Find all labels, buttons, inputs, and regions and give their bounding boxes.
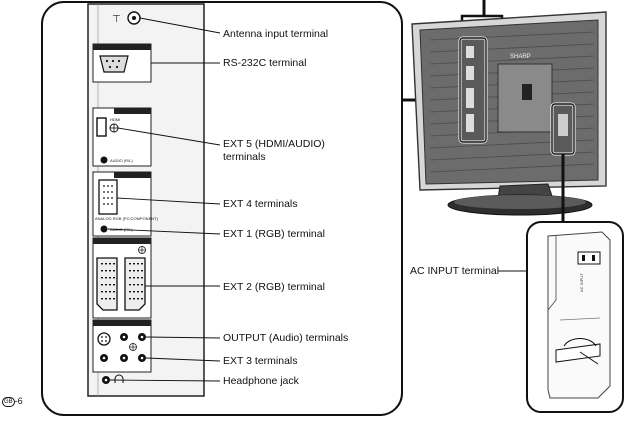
ext2-callout: EXT 2 (RGB) terminal (223, 281, 325, 293)
leader-lines (107, 17, 560, 382)
ext3-output-block: EXT 3 OUTPUT (92, 319, 152, 373)
page-number-text: -6 (14, 396, 23, 406)
rs232c-callout: RS-232C terminal (223, 57, 307, 69)
ext4-panel-label: EXT 4 (125, 173, 137, 178)
ext5-panel-label: EXT 5 (125, 109, 137, 114)
ext4-callout: EXT 4 terminals (223, 198, 298, 210)
svg-text:⊤: ⊤ (112, 14, 121, 25)
rs232c-panel-label: RS-232C (9P) (96, 45, 122, 50)
ext5-block: EXT 5 HDMI AUDIO (R/L) (92, 107, 152, 167)
hdmi-port (96, 117, 107, 137)
output-callout: OUTPUT (Audio) terminals (223, 332, 349, 344)
rs232c-port: RS-232C (9P) (92, 43, 152, 83)
ext5-audio-jack (100, 156, 108, 164)
ext5-callout-line1: EXT 5 (HDMI/AUDIO) (223, 138, 325, 150)
ac-input-callout: AC INPUT terminal (410, 265, 500, 277)
ext5-callout-line2: terminals (223, 151, 266, 163)
ext1-callout: EXT 1 (RGB) terminal (223, 228, 325, 240)
tv-brand: SHARP (510, 54, 531, 60)
headphone-callout: Headphone jack (223, 375, 299, 387)
ext2-panel-label: EXT 2 (129, 239, 141, 244)
ext5-audio-label: AUDIO (R/L) (110, 158, 133, 163)
page-number: GB-6 (2, 396, 23, 407)
ac-input-detail: AC INPUT (526, 221, 624, 413)
scart-block: EXT 1 EXT 2 (92, 237, 152, 319)
ext4-sub-label: ANALOG RGB (PC/COMPONENT) (95, 216, 159, 221)
headphone-jack-icon (102, 374, 124, 384)
output-panel-label: OUTPUT (118, 321, 135, 326)
antenna-icon: ⊤ (112, 11, 141, 25)
language-badge: GB (2, 396, 15, 407)
ac-small-label: AC INPUT (579, 273, 584, 292)
ext1-panel-label: EXT 1 (100, 239, 112, 244)
ext3-panel-label: EXT 3 (97, 321, 109, 326)
ac-socket (577, 251, 601, 265)
ext4-block: EXT 4 ANALOG RGB (PC/COMPONENT) AUDIO (R… (92, 171, 159, 237)
svideo-jack (97, 332, 111, 346)
vga-port (98, 179, 118, 215)
antenna-callout: Antenna input terminal (223, 28, 329, 40)
hdmi-panel-label: HDMI (110, 117, 120, 122)
ext4-audio-jack (100, 225, 108, 233)
tv-back-illustration: SHARP (402, 0, 607, 216)
ext3-callout: EXT 3 terminals (223, 355, 298, 367)
